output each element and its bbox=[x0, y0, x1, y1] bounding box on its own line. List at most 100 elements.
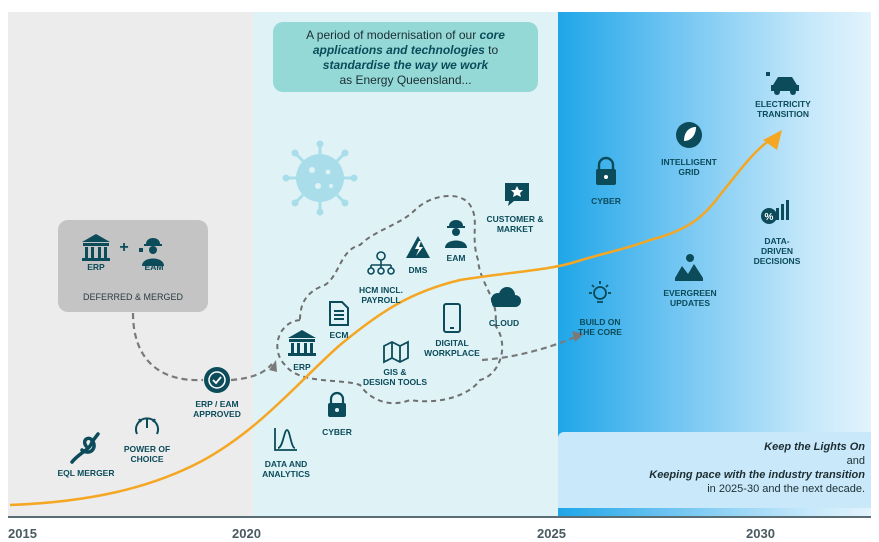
approved-line2: APPROVED bbox=[193, 409, 241, 419]
keep-lights-line4: in 2025-30 and the next decade. bbox=[707, 483, 865, 495]
callout-core: core bbox=[479, 28, 505, 42]
customer-line1: CUSTOMER & bbox=[486, 214, 544, 224]
erp-bank-icon bbox=[82, 234, 110, 261]
timeline-axis bbox=[8, 516, 871, 518]
callout-line2-emph: applications and technologies bbox=[312, 43, 485, 57]
intelligent-line1: INTELLIGENT bbox=[661, 157, 717, 167]
period-2020-2025 bbox=[253, 12, 558, 516]
org-chart-icon bbox=[367, 251, 395, 275]
data-analytics-line1: DATA AND bbox=[264, 459, 308, 469]
intelligent-line2: GRID bbox=[678, 167, 700, 177]
callout-line3: standardise the way we work bbox=[322, 58, 489, 72]
approved-to-erp-line bbox=[230, 363, 273, 382]
digital-line1: DIGITAL bbox=[435, 338, 469, 348]
core-apps-cloud-outline bbox=[276, 194, 504, 405]
modernisation-callout: A period of modernisation of our core ap… bbox=[273, 22, 538, 92]
callout-line2-tail: to bbox=[484, 43, 499, 57]
hcm-line2: PAYROLL bbox=[361, 295, 401, 305]
evergreen-label: EVERGREEN UPDATES bbox=[654, 288, 726, 308]
power-of-choice-line2: CHOICE bbox=[130, 454, 164, 464]
evergreen-line2: UPDATES bbox=[670, 298, 710, 308]
deferred-erp-label: ERP bbox=[87, 262, 105, 272]
callout-line1: A period of modernisation of our bbox=[306, 28, 480, 42]
deferred-caption: DEFERRED & MERGED bbox=[82, 292, 183, 302]
build-line1: BUILD ON bbox=[579, 317, 621, 327]
tablet-icon bbox=[443, 303, 461, 333]
data-driven-label: DATA- DRIVEN DECISIONS bbox=[745, 236, 809, 266]
power-of-choice-label: POWER OF CHOICE bbox=[117, 444, 177, 464]
evergreen-landscape-icon bbox=[675, 254, 703, 281]
gauge-icon bbox=[135, 417, 159, 435]
growth-curve bbox=[9, 138, 771, 507]
electricity-line1: ELECTRICITY bbox=[755, 99, 811, 109]
digital-line2: WORKPLACE bbox=[424, 348, 480, 358]
power-of-choice-line1: POWER OF bbox=[123, 444, 171, 454]
year-2015: 2015 bbox=[8, 526, 37, 541]
approved-to-erp-arrow bbox=[269, 360, 277, 372]
approved-badge-icon bbox=[204, 367, 230, 393]
to-build-core-line bbox=[481, 335, 576, 362]
dms-label: DMS bbox=[408, 265, 428, 275]
deferred-flow-line bbox=[131, 312, 204, 382]
growth-curve-arrowhead bbox=[763, 130, 782, 150]
deferred-eam-label: EAM bbox=[144, 262, 164, 272]
eam-worker-icon-core bbox=[445, 220, 467, 248]
build-line2: THE CORE bbox=[578, 327, 622, 337]
evergreen-line1: EVERGREEN bbox=[663, 288, 717, 298]
cyber-2020-label: CYBER bbox=[322, 427, 352, 437]
keep-lights-box bbox=[558, 432, 871, 508]
eam-core-label: EAM bbox=[446, 253, 466, 263]
year-2030: 2030 bbox=[746, 526, 775, 541]
chat-star-icon bbox=[505, 183, 529, 206]
customer-market-label: CUSTOMER & MARKET bbox=[478, 214, 552, 234]
deferred-plus: + bbox=[119, 239, 129, 256]
keep-lights-line3: Keeping pace with the industry transitio… bbox=[649, 469, 865, 481]
data-analytics-label: DATA AND ANALYTICS bbox=[256, 459, 316, 479]
data-driven-line2: DRIVEN bbox=[760, 246, 794, 256]
chart-percent-icon: % bbox=[761, 200, 789, 224]
customer-line2: MARKET bbox=[496, 224, 534, 234]
svg-text:%: % bbox=[765, 212, 774, 223]
lightbulb-icon bbox=[589, 281, 611, 303]
cyber-2025-label: CYBER bbox=[591, 196, 621, 206]
approved-line1: ERP / EAM bbox=[195, 399, 239, 409]
document-icon bbox=[329, 301, 349, 326]
lock-icon-2020 bbox=[328, 391, 346, 417]
electric-car-icon bbox=[766, 72, 799, 95]
year-2020: 2020 bbox=[232, 526, 261, 541]
map-icon bbox=[383, 340, 409, 364]
lock-icon-2025 bbox=[596, 156, 616, 185]
gis-line2: DESIGN TOOLS bbox=[362, 377, 428, 387]
digital-workplace-label: DIGITAL WORKPLACE bbox=[420, 338, 484, 358]
keep-lights-line1: Keep the Lights On bbox=[764, 441, 865, 453]
erp-bank-icon-core bbox=[288, 330, 316, 356]
keep-lights-text: Keep the Lights On and Keeping pace with… bbox=[580, 440, 865, 496]
data-analytics-line2: ANALYTICS bbox=[262, 469, 310, 479]
gis-label: GIS & DESIGN TOOLS bbox=[360, 367, 430, 387]
electricity-transition-label: ELECTRICITY TRANSITION bbox=[745, 99, 821, 119]
cloud-label: CLOUD bbox=[488, 318, 520, 328]
keep-lights-line2: and bbox=[846, 455, 865, 467]
rope-knot-icon bbox=[70, 432, 100, 464]
cloud-icon bbox=[491, 287, 521, 307]
hcm-label: HCM INCL. PAYROLL bbox=[351, 285, 411, 305]
erp-eam-approved-label: ERP / EAM APPROVED bbox=[187, 399, 247, 419]
virus-icon bbox=[282, 140, 358, 216]
eam-worker-icon bbox=[139, 238, 164, 266]
deferred-merged-box bbox=[58, 220, 208, 312]
data-driven-line1: DATA- bbox=[764, 236, 790, 246]
lightning-icon bbox=[406, 236, 430, 258]
erp-core-label: ERP bbox=[293, 362, 311, 372]
electricity-line2: TRANSITION bbox=[757, 109, 809, 119]
build-on-core-label: BUILD ON THE CORE bbox=[572, 317, 628, 337]
year-2025: 2025 bbox=[537, 526, 566, 541]
callout-line4: as Energy Queensland... bbox=[339, 73, 472, 87]
hcm-line1: HCM INCL. bbox=[359, 285, 403, 295]
to-build-core-arrow bbox=[572, 331, 584, 342]
gis-line1: GIS & bbox=[383, 367, 407, 377]
data-driven-line3: DECISIONS bbox=[753, 256, 801, 266]
leaf-plug-icon bbox=[676, 122, 702, 148]
intelligent-grid-label: INTELLIGENT GRID bbox=[653, 157, 725, 177]
analytics-chart-icon bbox=[274, 428, 297, 451]
